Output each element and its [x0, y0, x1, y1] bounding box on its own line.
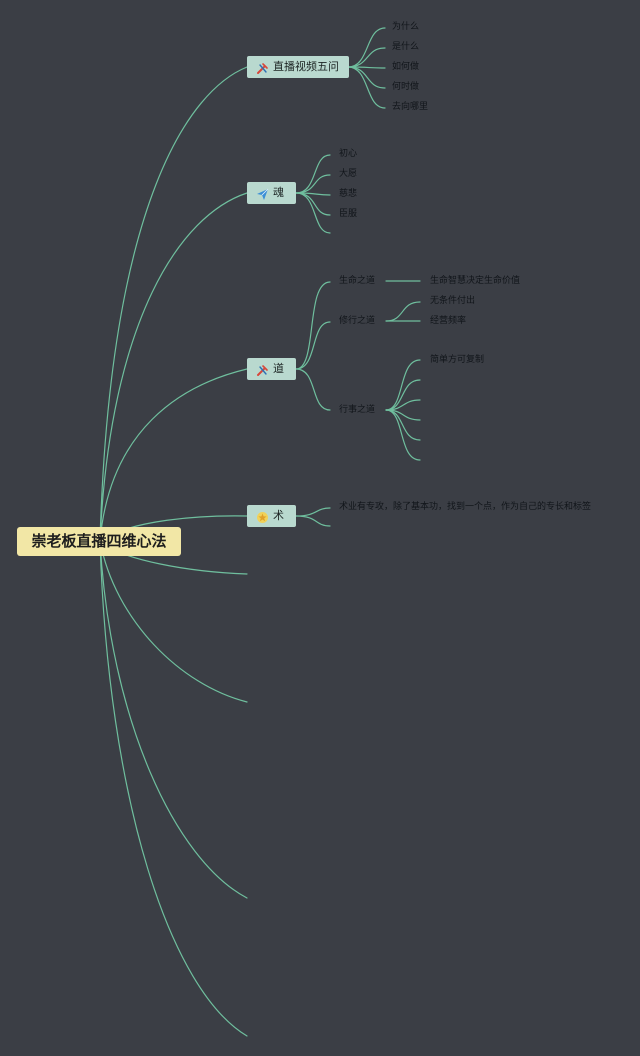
- leaf-unconditional-giving[interactable]: 无条件付出: [430, 296, 476, 306]
- edge-practice-1: [385, 301, 421, 322]
- root-node[interactable]: 崇老板直播四维心法: [17, 527, 181, 556]
- tools-icon: [256, 363, 269, 376]
- leaf-what[interactable]: 是什么: [392, 42, 420, 52]
- edge-action-6: [385, 409, 421, 461]
- edge-dao-practice: [295, 321, 331, 370]
- sub-branch-action[interactable]: 行事之道: [339, 405, 376, 415]
- edge-shu-1: [295, 507, 331, 517]
- leaf-why[interactable]: 为什么: [392, 22, 420, 32]
- leaf-when[interactable]: 何时做: [392, 82, 420, 92]
- leaf-specialty[interactable]: 术业有专攻，除了基本功，找到一个点，作为自己的专长和标签: [339, 502, 592, 512]
- branch-dao-label: 道: [273, 362, 284, 375]
- edge-soul-1: [295, 154, 331, 194]
- edge-root-five-questions: [99, 66, 248, 542]
- branch-soul-label: 魂: [273, 186, 284, 199]
- paper-plane-icon: [256, 187, 269, 200]
- edge-root-dao: [99, 368, 248, 542]
- leaf-life-wisdom[interactable]: 生命智慧决定生命价值: [430, 276, 521, 286]
- edge-action-1: [385, 359, 421, 411]
- edge-fq-1: [347, 27, 386, 68]
- edge-fq-2: [347, 47, 386, 68]
- leaf-original-intention[interactable]: 初心: [339, 149, 358, 159]
- branch-soul[interactable]: 魂: [247, 182, 296, 204]
- edge-soul-5: [295, 192, 331, 234]
- branch-five-questions-label: 直播视频五问: [273, 60, 339, 73]
- leaf-manage-frequency[interactable]: 经营频率: [430, 316, 467, 326]
- edge-dao-life: [295, 281, 331, 370]
- edge-soul-4: [295, 192, 331, 216]
- edge-root-soul: [99, 192, 248, 542]
- sub-branch-life[interactable]: 生命之道: [339, 276, 376, 286]
- leaf-where[interactable]: 去向哪里: [392, 102, 429, 112]
- edge-action-2: [385, 379, 421, 411]
- branch-shu-label: 术: [273, 509, 284, 522]
- edge-root-empty-3: [99, 540, 248, 899]
- branch-five-questions[interactable]: 直播视频五问: [247, 56, 349, 78]
- star-icon: [256, 510, 269, 523]
- leaf-simple-replicable[interactable]: 简单方可复制: [430, 355, 485, 365]
- leaf-how[interactable]: 如何做: [392, 62, 420, 72]
- edge-dao-action: [295, 368, 331, 411]
- leaf-great-vow[interactable]: 大愿: [339, 169, 358, 179]
- branch-dao[interactable]: 道: [247, 358, 296, 380]
- edge-fq-5: [347, 66, 386, 109]
- tools-icon: [256, 61, 269, 74]
- edge-shu-2: [295, 515, 331, 527]
- leaf-compassion[interactable]: 慈悲: [339, 189, 358, 199]
- sub-branch-practice[interactable]: 修行之道: [339, 316, 376, 326]
- leaf-surrender[interactable]: 臣服: [339, 209, 358, 219]
- edge-root-empty-2: [99, 540, 248, 703]
- branch-shu[interactable]: 术: [247, 505, 296, 527]
- edge-root-empty-4: [99, 540, 248, 1037]
